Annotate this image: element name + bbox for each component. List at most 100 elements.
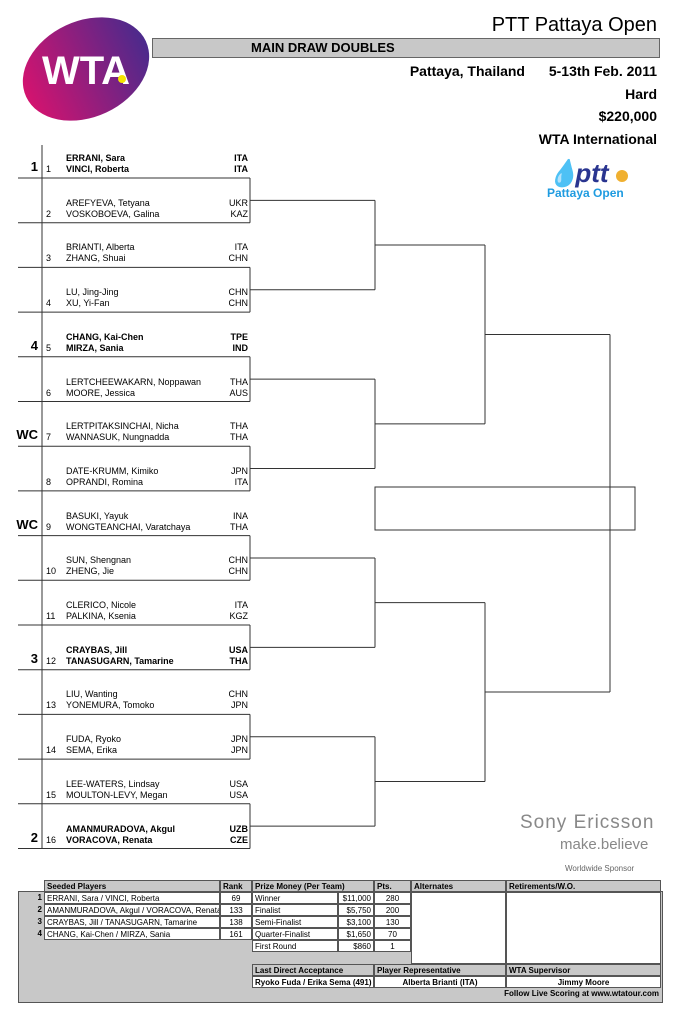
player-2-name: WANNASUK, Nungnadda [66,432,170,443]
champion-box [374,486,636,531]
player-1-name: CHANG, Kai-Chen [66,331,144,342]
ptt-logo: 💧ptt Pattaya Open [547,160,662,200]
prize-points: 280 [374,892,411,904]
draw-position: 5 [46,342,52,353]
player-1-name: DATE-KRUMM, Kimiko [66,465,159,476]
player-2-country: IND [232,342,249,353]
player-1-name: ERRANI, Sara [66,153,126,163]
retirements-box [506,892,661,964]
prize-amount: $5,750 [338,904,374,916]
player-2-name: ZHENG, Jie [66,566,115,577]
draw-position: 13 [46,700,57,711]
draw-position: 7 [46,432,52,443]
player-1-country: UZB [229,823,249,834]
tournament-title: PTT Pattaya Open [491,14,657,36]
seeded-header: Seeded Players [44,880,220,892]
svg-text:WTA: WTA [42,49,130,93]
prize-money: $220,000 [598,108,657,124]
player-1-country: USA [229,778,248,789]
sponsor-name: Sony Ericsson [520,812,655,833]
player-2-name: TANASUGARN, Tamarine [66,655,174,666]
prize-amount: $1,650 [338,928,374,940]
draw-position: 15 [46,789,57,800]
player-1-country: THA [230,376,248,387]
player-2-country: CZE [230,834,248,845]
seed-label: WC [16,427,38,443]
draw-position: 12 [46,655,57,666]
player-1-name: AMANMURADOVA, Akgul [66,823,175,834]
player-1-country: JPN [230,465,248,476]
draw-position: 8 [46,476,52,487]
prize-amount: $860 [338,940,374,952]
player-1-country: JPN [230,734,248,745]
player-1-country: THA [230,421,248,432]
player-2-name: MOORE, Jessica [66,387,136,398]
seed-number: 1 [37,893,42,902]
player-2-country: CHN [228,566,249,577]
draw-position: 9 [46,521,52,532]
category: WTA International [538,131,657,147]
live-scoring: Follow Live Scoring at www.wtatour.com [504,989,659,998]
player-2-name: YONEMURA, Tomoko [66,700,155,711]
seeded-team: ERRANI, Sara / VINCI, Roberta [44,892,220,904]
player-2-name: OPRANDI, Romina [66,476,144,487]
player-2-country: THA [230,521,248,532]
player-1-name: LEE-WATERS, Lindsay [66,778,160,789]
alternates-header: Alternates [411,880,506,892]
retirements-header: Retirements/W.O. [506,880,661,892]
rep-value: Alberta Brianti (ITA) [374,976,506,988]
seeded-rank: 138 [220,916,252,928]
player-2-country: ITA [234,164,248,174]
seeded-rank: 161 [220,928,252,940]
draw-position: 6 [46,387,52,398]
draw-position: 11 [46,611,56,621]
prize-points: 200 [374,904,411,916]
seed-number: 2 [37,905,42,914]
player-1-country: INA [232,510,248,521]
prize-round: Finalist [252,904,338,916]
player-1-country: ITA [234,600,248,610]
player-2-country: JPN [230,700,248,711]
player-2-name: SEMA, Erika [66,745,118,756]
player-1-name: LERTPITAKSINCHAI, Nicha [66,421,179,432]
seeded-rank: 133 [220,904,252,916]
player-1-country: TPE [230,331,248,342]
player-2-name: VOSKOBOEVA, Galina [66,208,160,219]
prize-amount: $3,100 [338,916,374,928]
player-2-name: VORACOVA, Renata [66,834,153,845]
player-1-name: AREFYEVA, Tetyana [66,197,150,208]
rep-header: Player Representative [374,964,506,976]
prize-amount: $11,000 [338,892,374,904]
player-1-country: ITA [234,153,248,163]
supervisor-header: WTA Supervisor [506,964,661,976]
seed-label: WC [16,516,38,532]
player-2-country: KGZ [229,611,248,621]
player-1-name: BRIANTI, Alberta [66,242,135,253]
player-2-country: CHN [228,253,249,264]
seeded-team: CHANG, Kai-Chen / MIRZA, Sania [44,928,220,940]
player-1-country: UKR [228,197,248,208]
player-2-name: ZHANG, Shuai [66,253,126,264]
player-2-country: THA [230,432,248,443]
player-1-name: LIU, Wanting [66,689,118,700]
draw-position: 10 [46,566,57,577]
player-2-name: VINCI, Roberta [66,164,130,174]
wta-logo: WTA [22,17,150,121]
draw-position: 2 [46,208,52,219]
lda-header: Last Direct Acceptance [252,964,374,976]
player-2-name: MIRZA, Sania [66,342,124,353]
sponsor-tagline: make.believe [560,836,649,853]
player-1-name: FUDA, Ryoko [66,734,122,745]
